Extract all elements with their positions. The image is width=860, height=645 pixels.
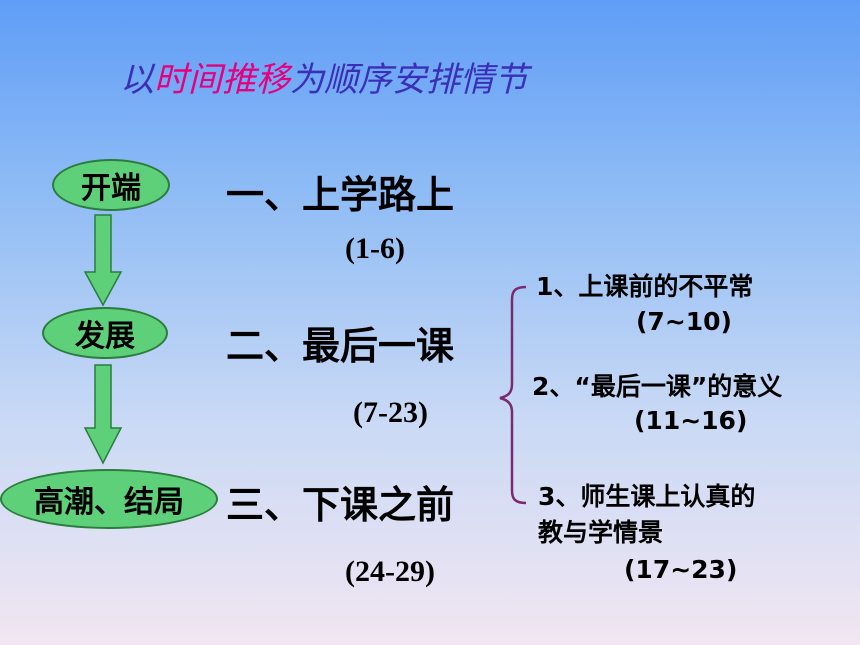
section-range: (24-29): [345, 555, 435, 588]
title-part-3: 为顺序安排情节: [290, 60, 528, 100]
section-heading: 三、下课之前: [226, 483, 455, 527]
subsection-title: 1、上课前的不平常: [536, 272, 754, 301]
subsection-range: (17~23): [624, 555, 738, 584]
section-range: (7-23): [353, 396, 428, 429]
arrow-down-icon: [83, 214, 123, 307]
title-highlight: 时间推移: [154, 60, 290, 100]
section-range: (1-6): [345, 232, 405, 265]
stage-oval-development: 发展: [42, 307, 168, 359]
curly-brace-icon: [499, 285, 527, 505]
subsection-title: 2、“最后一课”的意义: [532, 372, 783, 401]
title-part-1: 以: [120, 60, 154, 100]
stage-label: 开端: [81, 171, 141, 206]
slide-title: 以时间推移为顺序安排情节: [120, 52, 528, 101]
subsection-title-cont: 教与学情景: [538, 518, 664, 547]
arrow-down-icon: [83, 364, 123, 465]
stage-label: 发展: [75, 319, 135, 354]
subsection-range: (7~10): [636, 307, 732, 336]
stage-oval-climax-ending: 高潮、结局: [0, 469, 218, 529]
subsection-range: (11~16): [634, 406, 748, 435]
stage-oval-beginning: 开端: [52, 159, 170, 211]
section-heading: 一、上学路上: [226, 173, 455, 217]
subsection-title: 3、师生课上认真的: [538, 482, 756, 511]
section-heading: 二、最后一课: [226, 324, 455, 368]
stage-label: 高潮、结局: [34, 485, 184, 520]
